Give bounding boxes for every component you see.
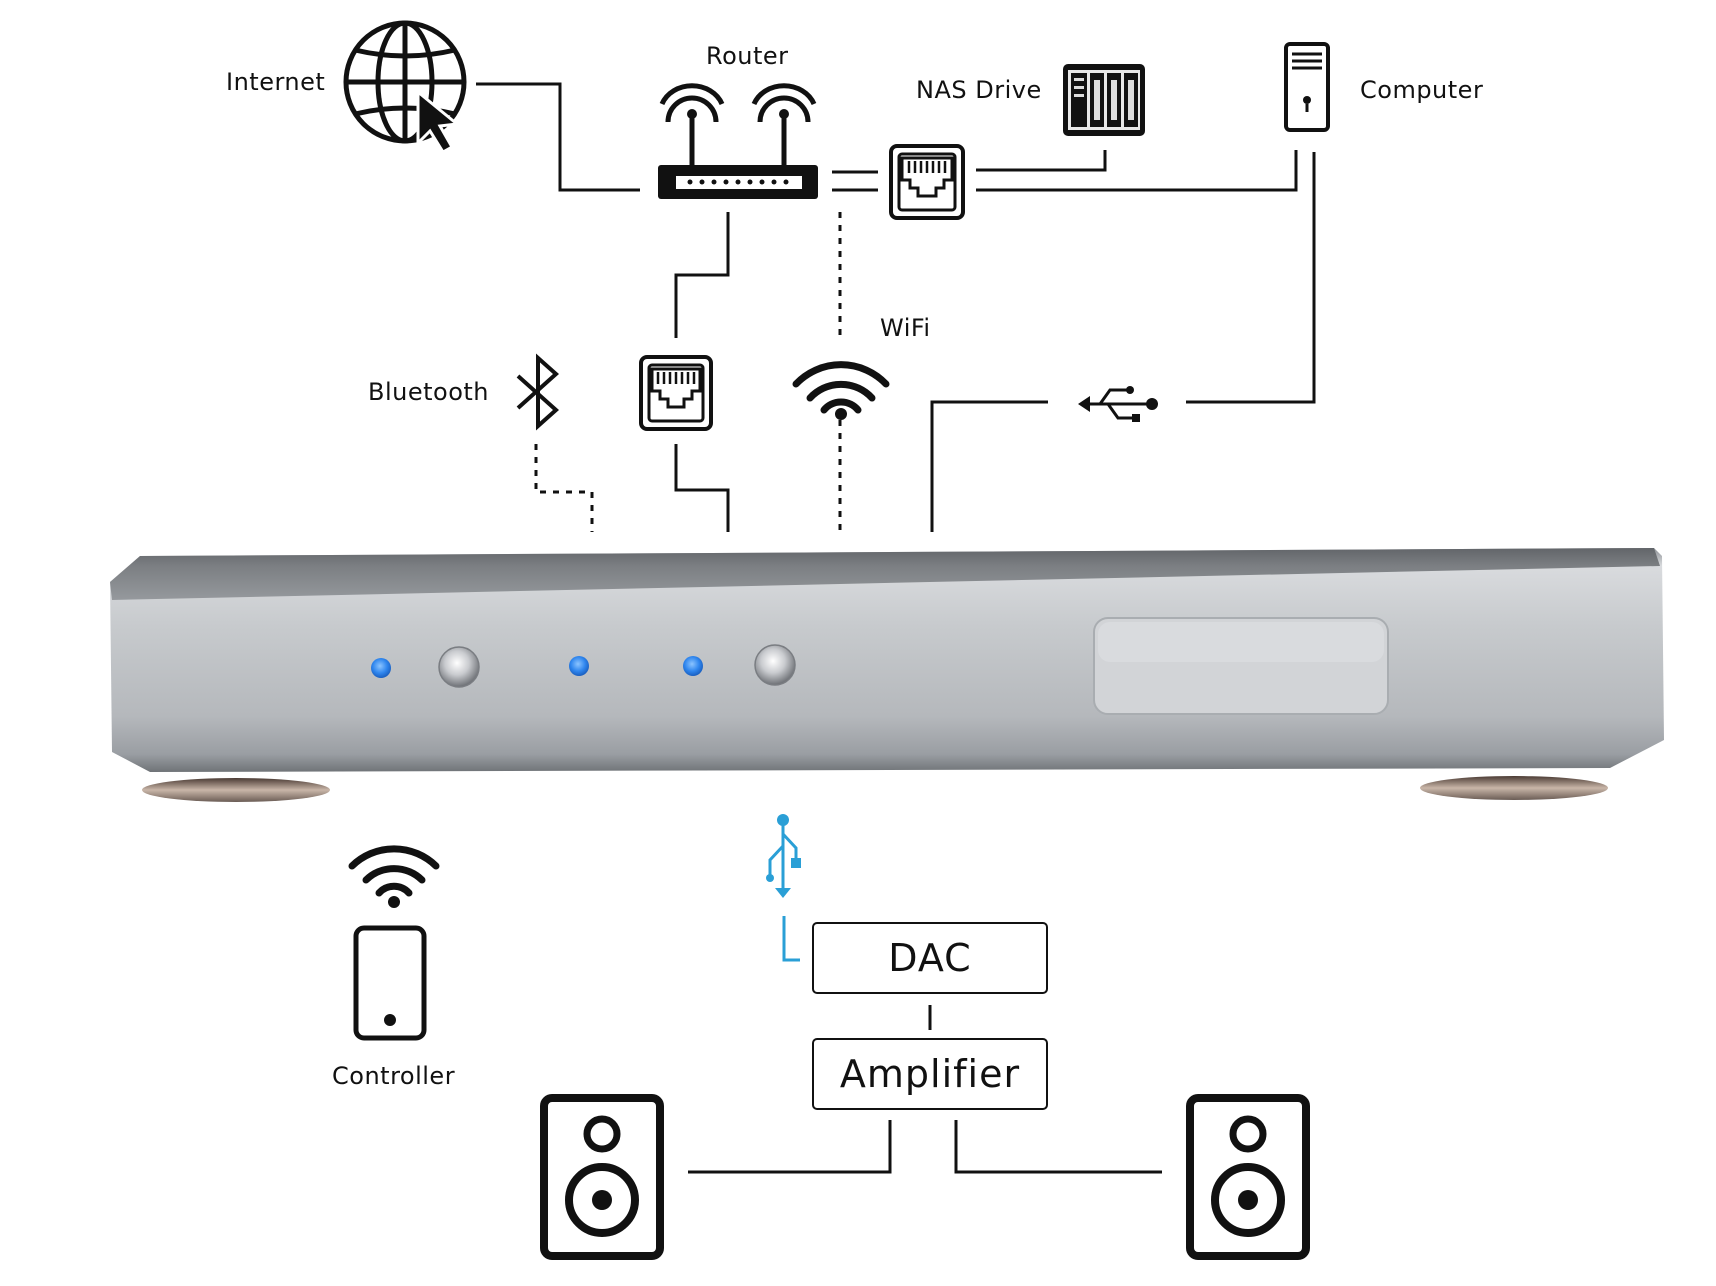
connection-lines (476, 82, 1316, 1174)
router-icon (658, 83, 818, 199)
wifi-icon (792, 361, 890, 420)
speaker-icon (540, 1094, 664, 1260)
streamer-device (110, 548, 1664, 802)
controller-label: Controller (332, 1062, 456, 1090)
knob (754, 644, 796, 686)
ethernet-port-icon (889, 144, 965, 220)
router-ethernet-line (674, 212, 730, 338)
computer-tower-icon (1284, 42, 1330, 132)
bluetooth-device-dotted-line (534, 444, 594, 532)
internet-label: Internet (226, 68, 326, 96)
status-leds (371, 656, 703, 678)
speaker-icon (1186, 1094, 1310, 1260)
switch-nas-line (976, 150, 1107, 172)
wifi-label: WiFi (880, 314, 931, 342)
device-foot (1420, 776, 1608, 800)
globe-cursor-icon (343, 20, 467, 155)
dac-label: DAC (888, 936, 972, 980)
computer-label: Computer (1360, 76, 1484, 104)
bluetooth-label: Bluetooth (368, 378, 490, 406)
ethernet-device-line (674, 444, 730, 532)
led-indicator (683, 656, 703, 676)
dac-box: DAC (812, 922, 1048, 994)
router-label: Router (706, 42, 789, 70)
usb-icon (766, 814, 801, 962)
wifi-icon (348, 845, 440, 908)
amplifier-speaker-left-line (688, 1120, 892, 1174)
smartphone-icon (353, 925, 427, 1041)
usb-device-line (930, 400, 1048, 532)
knob (438, 646, 480, 688)
amplifier-box: Amplifier (812, 1038, 1048, 1110)
bluetooth-icon (516, 353, 560, 431)
amplifier-speaker-right-line (954, 1120, 1162, 1174)
amplifier-label: Amplifier (839, 1052, 1021, 1096)
switch-computer-line (976, 150, 1298, 192)
ethernet-port-icon (639, 355, 713, 431)
device-foot (142, 778, 330, 802)
nas-drive-icon (1063, 64, 1145, 136)
led-indicator (569, 656, 589, 676)
device-knobs (438, 644, 796, 688)
computer-usb-line (1186, 152, 1316, 404)
internet-router-line (476, 82, 640, 192)
nas-drive-label: NAS Drive (916, 76, 1042, 104)
led-indicator (371, 658, 391, 678)
usb-icon (1078, 386, 1158, 422)
wireless-lines (534, 212, 842, 532)
